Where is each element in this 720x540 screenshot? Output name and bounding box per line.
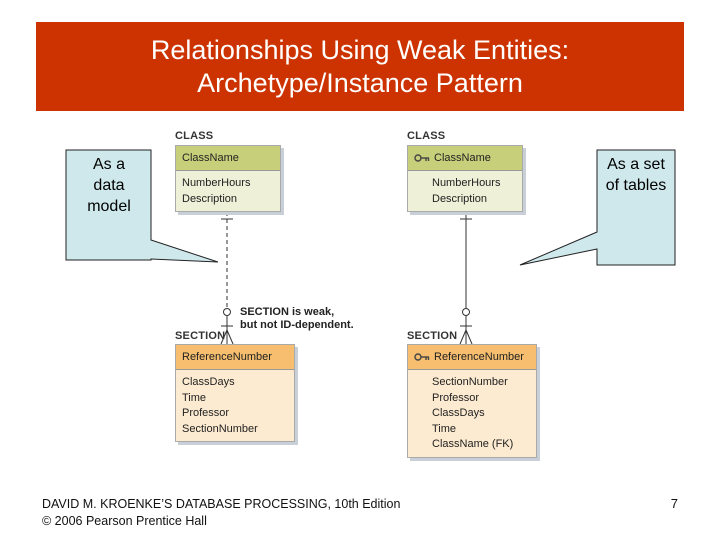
left-callout-line2: data [93, 177, 125, 194]
attribute: SectionNumber [432, 376, 508, 388]
data-model-section-entity: ReferenceNumber ClassDays Time Professor… [175, 344, 295, 442]
footer-line1: DAVID M. KROENKE’S DATABASE PROCESSING, … [42, 497, 401, 511]
attribute: Description [432, 192, 488, 205]
data-model-section-key-text: ReferenceNumber [182, 351, 272, 363]
footer-line2: © 2006 Pearson Prentice Hall [42, 514, 207, 528]
left-callout-text: As a data model [68, 154, 150, 217]
left-callout-line3: model [87, 198, 131, 215]
right-callout-shape [519, 149, 676, 266]
tables-class-label: CLASS [407, 130, 446, 142]
data-model-section-attrs: ClassDays Time Professor SectionNumber [176, 370, 294, 441]
data-model-class-attrs: NumberHours Description [176, 171, 280, 211]
attribute: ClassDays [432, 407, 485, 419]
attribute: NumberHours [432, 177, 501, 189]
attribute: ClassName (FK) [432, 438, 514, 450]
tables-section-key-text: ReferenceNumber [434, 351, 524, 363]
right-callout-text: As a set of tables [598, 154, 674, 196]
note-line2: but not ID-dependent. [240, 319, 354, 331]
attribute: SectionNumber [182, 422, 258, 435]
data-model-class-entity: ClassName NumberHours Description [175, 145, 281, 212]
slide-title-line1: Relationships Using Weak Entities: [150, 34, 570, 65]
data-model-section-label: SECTION [175, 330, 226, 342]
tables-class-entity: ClassName NumberHours Description [407, 145, 523, 212]
weak-entity-note: SECTION is weak, but not ID-dependent. [240, 306, 354, 332]
tables-class-key: ClassName [408, 146, 522, 171]
slide-title-line2: Archetype/Instance Pattern [197, 67, 523, 98]
note-line1: SECTION is weak, [240, 306, 335, 318]
attribute: Time [182, 391, 207, 404]
left-callout-line1: As a [92, 156, 125, 173]
tables-relationship-line [459, 212, 473, 345]
data-model-class-label: CLASS [175, 130, 214, 142]
attribute: Professor [182, 407, 230, 419]
title-bar: Relationships Using Weak Entities: Arche… [36, 22, 684, 111]
tables-section-key: ReferenceNumber [408, 345, 536, 370]
attribute: Description [182, 192, 238, 205]
page-number: 7 [670, 496, 678, 511]
data-model-class-key: ClassName [176, 146, 280, 171]
attribute: Time [432, 422, 457, 435]
data-model-class-key-text: ClassName [182, 152, 239, 164]
tables-section-label: SECTION [407, 330, 458, 342]
tables-class-attrs: NumberHours Description [408, 171, 522, 211]
attribute: NumberHours [182, 177, 251, 189]
data-model-section-key: ReferenceNumber [176, 345, 294, 370]
key-icon [414, 154, 430, 162]
right-callout-line1: As a set [607, 156, 665, 173]
attribute: Professor [432, 391, 480, 404]
data-model-relationship-line [220, 212, 234, 345]
tables-section-entity: ReferenceNumber SectionNumber Professor … [407, 344, 537, 458]
tables-section-attrs: SectionNumber Professor ClassDays Time C… [408, 370, 536, 457]
attribute: ClassDays [182, 376, 235, 388]
key-icon [414, 353, 430, 361]
tables-class-key-text: ClassName [434, 152, 491, 164]
footer: DAVID M. KROENKE’S DATABASE PROCESSING, … [42, 496, 400, 530]
left-callout-shape [65, 149, 219, 263]
right-callout-line2: of tables [605, 177, 667, 194]
